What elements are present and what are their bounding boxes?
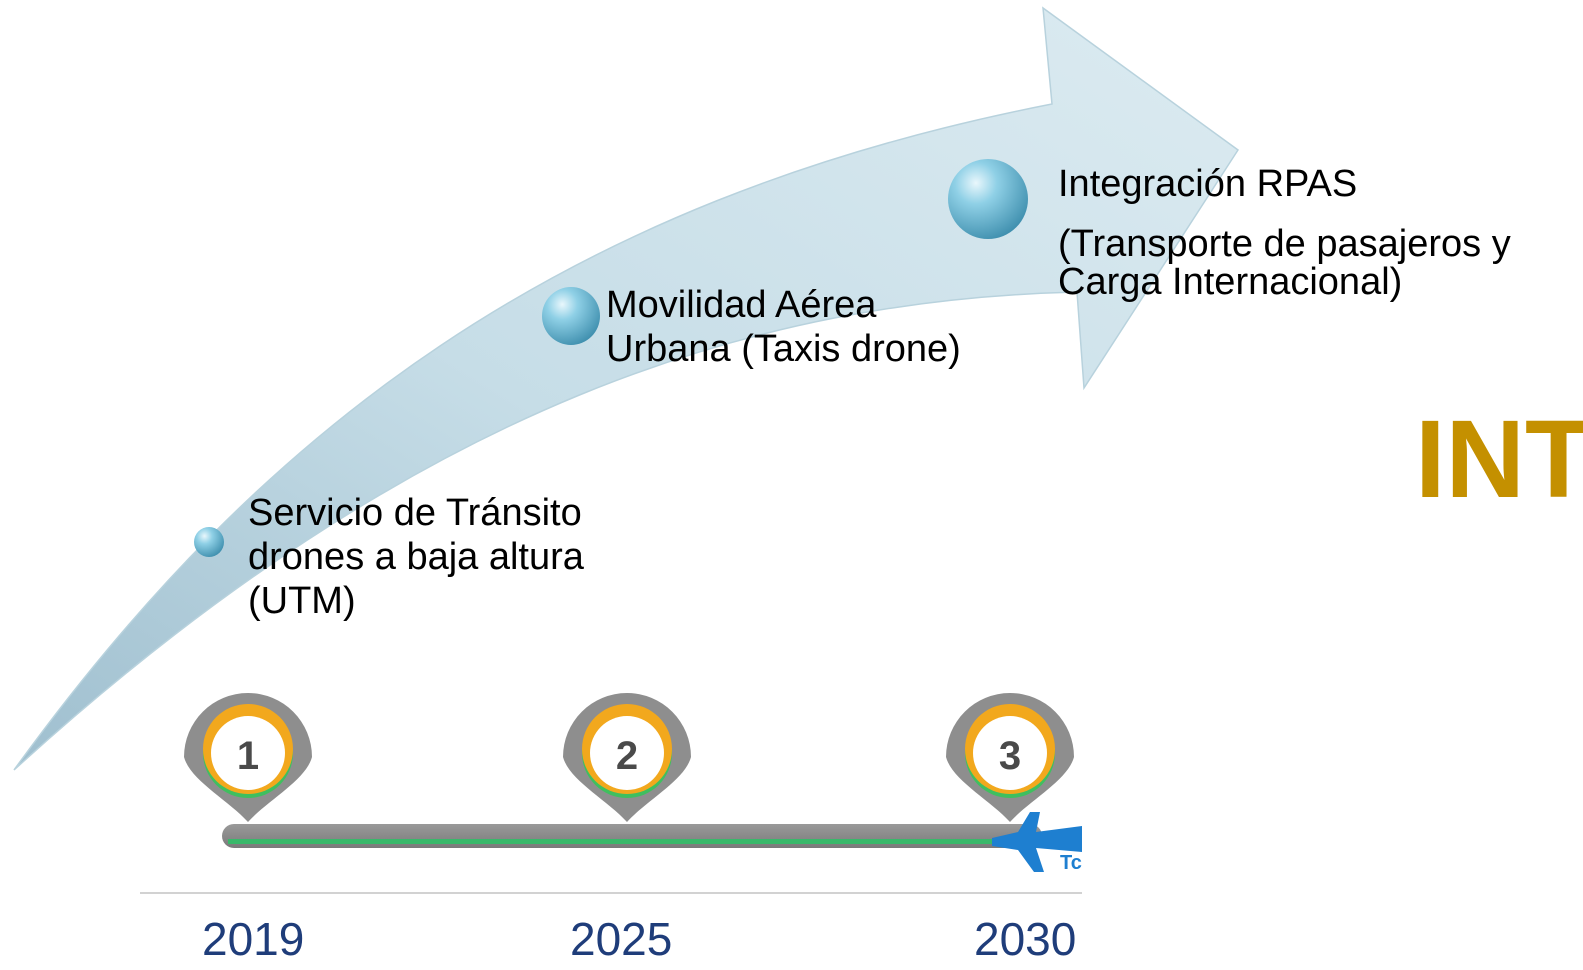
pin-number-3: 3 <box>999 734 1021 778</box>
milestone-3-line-1: Integración RPAS <box>1058 163 1358 205</box>
milestone-3-line-3: Carga Internacional) <box>1058 261 1403 303</box>
milestone-3-line-2: (Transporte de pasajeros y <box>1058 223 1511 265</box>
airplane-tag: Tc <box>1060 852 1082 874</box>
growth-arrow <box>13 6 1240 771</box>
milestone-bubble-2 <box>542 287 600 345</box>
milestone-bubble-1 <box>194 527 224 557</box>
year-label-3: 2030 <box>974 913 1077 965</box>
milestone-1-line-3: (UTM) <box>248 580 356 622</box>
airplane-icon <box>992 812 1082 872</box>
year-label-2: 2025 <box>570 913 673 965</box>
pin-number-1: 1 <box>237 734 259 778</box>
milestone-1-line-1: Servicio de Tránsito <box>248 492 582 534</box>
pin-1: 1 <box>184 693 312 822</box>
pin-number-2: 2 <box>616 734 638 778</box>
pin-3: 3 <box>946 693 1074 822</box>
milestone-bubble-3 <box>948 159 1028 239</box>
milestone-2-line-1: Movilidad Aérea <box>606 284 877 326</box>
timeline-progress <box>228 839 1018 844</box>
timeline-bar <box>222 824 1042 848</box>
year-label-1: 2019 <box>202 913 305 965</box>
pin-2: 2 <box>563 693 691 822</box>
milestone-text-1: Servicio de Tránsito drones a baja altur… <box>248 491 584 623</box>
milestone-2-line-2: Urbana (Taxis drone) <box>606 328 961 370</box>
heading-fragment: INT <box>1415 398 1583 521</box>
milestone-text-3: Integración RPAS (Transporte de pasajero… <box>1058 162 1511 304</box>
milestone-1-line-2: drones a baja altura <box>248 536 584 578</box>
milestone-text-2: Movilidad Aérea Urbana (Taxis drone) <box>606 283 961 371</box>
